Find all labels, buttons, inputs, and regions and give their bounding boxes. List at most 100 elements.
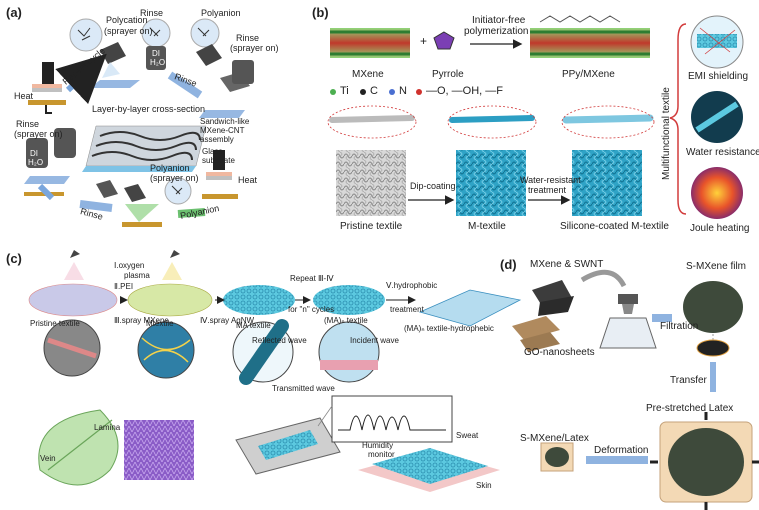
- ma-textile-label: MA textile: [236, 321, 271, 330]
- ppy-mxene-label: PPy/MXene: [562, 69, 615, 80]
- for-n-label: for "n" cycles: [288, 305, 335, 314]
- cross-section-label: Layer-by-layer cross-section: [92, 104, 206, 114]
- pristine-textile-swatch: [336, 150, 406, 216]
- mtextile-c-label: Mtextile: [146, 319, 174, 328]
- legend-ti: Ti: [340, 85, 349, 97]
- m-textile-swatch: [456, 150, 526, 216]
- h2o-label-left: H₂O: [28, 158, 44, 167]
- panel-d-label: (d): [500, 257, 517, 272]
- step-ii: Ⅱ.PEI: [114, 282, 134, 291]
- polycation-bubble-icon: [69, 18, 103, 52]
- sandwich-label-3: assembly: [200, 135, 234, 144]
- water-resistance-label: Water resistance: [686, 147, 759, 158]
- mxene-label: MXene: [352, 69, 384, 80]
- film-disc-icon: [683, 281, 743, 333]
- step-iii: Ⅲ.spray MXene: [114, 316, 169, 325]
- rinse-left-sprayer-label: (sprayer on): [14, 129, 63, 139]
- joule-label: Joule heating: [690, 223, 750, 234]
- m-textile-label: M-textile: [468, 221, 506, 232]
- vein-label: Vein: [40, 454, 56, 463]
- sprayer-icon: [100, 42, 126, 78]
- panel-a-graphics: [24, 18, 254, 227]
- heater-icon: [42, 62, 54, 84]
- pristine-textile-label: Pristine textile: [340, 221, 403, 232]
- step-v: Ⅴ.hydrophobic: [386, 281, 438, 290]
- water-resistant-label-2: treatment: [528, 185, 567, 195]
- s-mxene-film-label: S-MXene film: [686, 261, 747, 272]
- rinse-top-label: Rinse: [140, 8, 164, 18]
- pristine-c-label: Pristine textile: [30, 319, 80, 328]
- s-mxene-latex-label: S-MXene/Latex: [520, 433, 589, 444]
- rinse-right-label: Rinse: [236, 33, 260, 43]
- humidity-label-2: monitor: [368, 450, 395, 459]
- signal-plot: [331, 395, 453, 443]
- beaker-icon: [146, 46, 166, 70]
- repeat-label: Repeat Ⅲ-Ⅳ: [290, 274, 334, 283]
- silicone-textile-swatch: [572, 150, 642, 216]
- panel-d-graphics: [512, 269, 759, 510]
- funnel-icon: [599, 294, 657, 349]
- water-resistant-label-1: Water-resistant: [520, 175, 581, 185]
- polyanion-bottom-sprayer-label: (sprayer on): [150, 173, 199, 183]
- leaf-sem-image: [124, 420, 194, 480]
- svg-text:+: +: [420, 34, 427, 48]
- step-iv: Ⅳ.spray AgNW: [200, 316, 255, 325]
- pyrrole-label: Pyrrole: [432, 69, 464, 80]
- rinse-right-sprayer-label: (sprayer on): [230, 43, 279, 53]
- emi-label: EMI shielding: [688, 71, 749, 82]
- panel-b-graphics: +: [327, 15, 744, 219]
- polycation-sprayer-label: (sprayer on): [104, 26, 153, 36]
- sandwich-label-1: Sandwich-like: [200, 117, 250, 126]
- transfer-label: Transfer: [670, 375, 707, 386]
- h2o-label-top: H₂O: [150, 58, 166, 67]
- panel-a-label: (a): [6, 5, 22, 20]
- arrow-icon: [55, 53, 107, 105]
- dip-coating-label: Dip-coating: [410, 181, 456, 191]
- ma-textile-disc: [223, 285, 295, 315]
- step-i-1: Ⅰ.oxygen: [114, 261, 145, 270]
- glass-label-1: Glass: [202, 147, 223, 156]
- hydrophobic-mesh: [418, 289, 522, 327]
- leaf-icon: [38, 409, 119, 486]
- legend-n: N: [399, 85, 407, 97]
- reflected-wave-label: Reflected wave: [252, 336, 307, 345]
- joule-heating-image: [691, 167, 743, 219]
- pyrrole-molecule: [433, 31, 455, 50]
- incident-wave-label: Incident wave: [350, 336, 399, 345]
- mtextile-disc: [127, 283, 213, 317]
- heat-left-label: Heat: [14, 91, 34, 101]
- filtration-label: Filtration: [660, 321, 699, 332]
- latex-label: Pre-stretched Latex: [646, 403, 734, 414]
- ma-n-textile-label: (MA)ₙ textile: [324, 316, 368, 325]
- mxene-swnt-label: MXene & SWNT: [530, 259, 604, 270]
- multifunctional-label: Multifunctional textile: [661, 87, 672, 180]
- panel-c-graphics: [28, 250, 522, 492]
- pristine-textile-disc: [28, 283, 118, 317]
- legend-groups: —O, —OH, —F: [426, 85, 503, 97]
- ma-n-textile-disc: [313, 285, 385, 315]
- step-i-2: plasma: [124, 271, 150, 280]
- glass-label-2: substrate: [202, 156, 235, 165]
- rinse-left-label: Rinse: [16, 119, 40, 129]
- sandwich-label-2: MXene-CNT: [200, 126, 245, 135]
- legend-c: C: [370, 85, 378, 97]
- ma-n-zoom: [318, 321, 380, 383]
- di-label-top: DI: [152, 49, 160, 58]
- treatment-label: treatment: [390, 305, 424, 314]
- skin-label: Skin: [476, 481, 492, 490]
- panel-c-label: (c): [6, 251, 22, 266]
- humidity-label-1: Humidity: [362, 441, 394, 450]
- silicone-label: Silicone-coated M-textile: [560, 221, 669, 232]
- lamina-label: Lamina: [94, 423, 121, 432]
- go-nanosheets-label: GO-nanosheets: [524, 347, 595, 358]
- polyanion-bottom-label: Polyanion: [150, 163, 190, 173]
- heat-right-label: Heat: [238, 175, 258, 185]
- ma-n-hydro-label: (MA)ₙ textile-hydrophebic: [404, 324, 494, 333]
- polyanion-top-label: Polyanion: [201, 8, 241, 18]
- sweat-label: Sweat: [456, 431, 479, 440]
- sprayer-icon: [196, 44, 222, 66]
- transmitted-wave-label: Transmitted wave: [272, 384, 335, 393]
- initiator-label-1: Initiator-free: [472, 15, 526, 26]
- panel-b-label: (b): [312, 5, 329, 20]
